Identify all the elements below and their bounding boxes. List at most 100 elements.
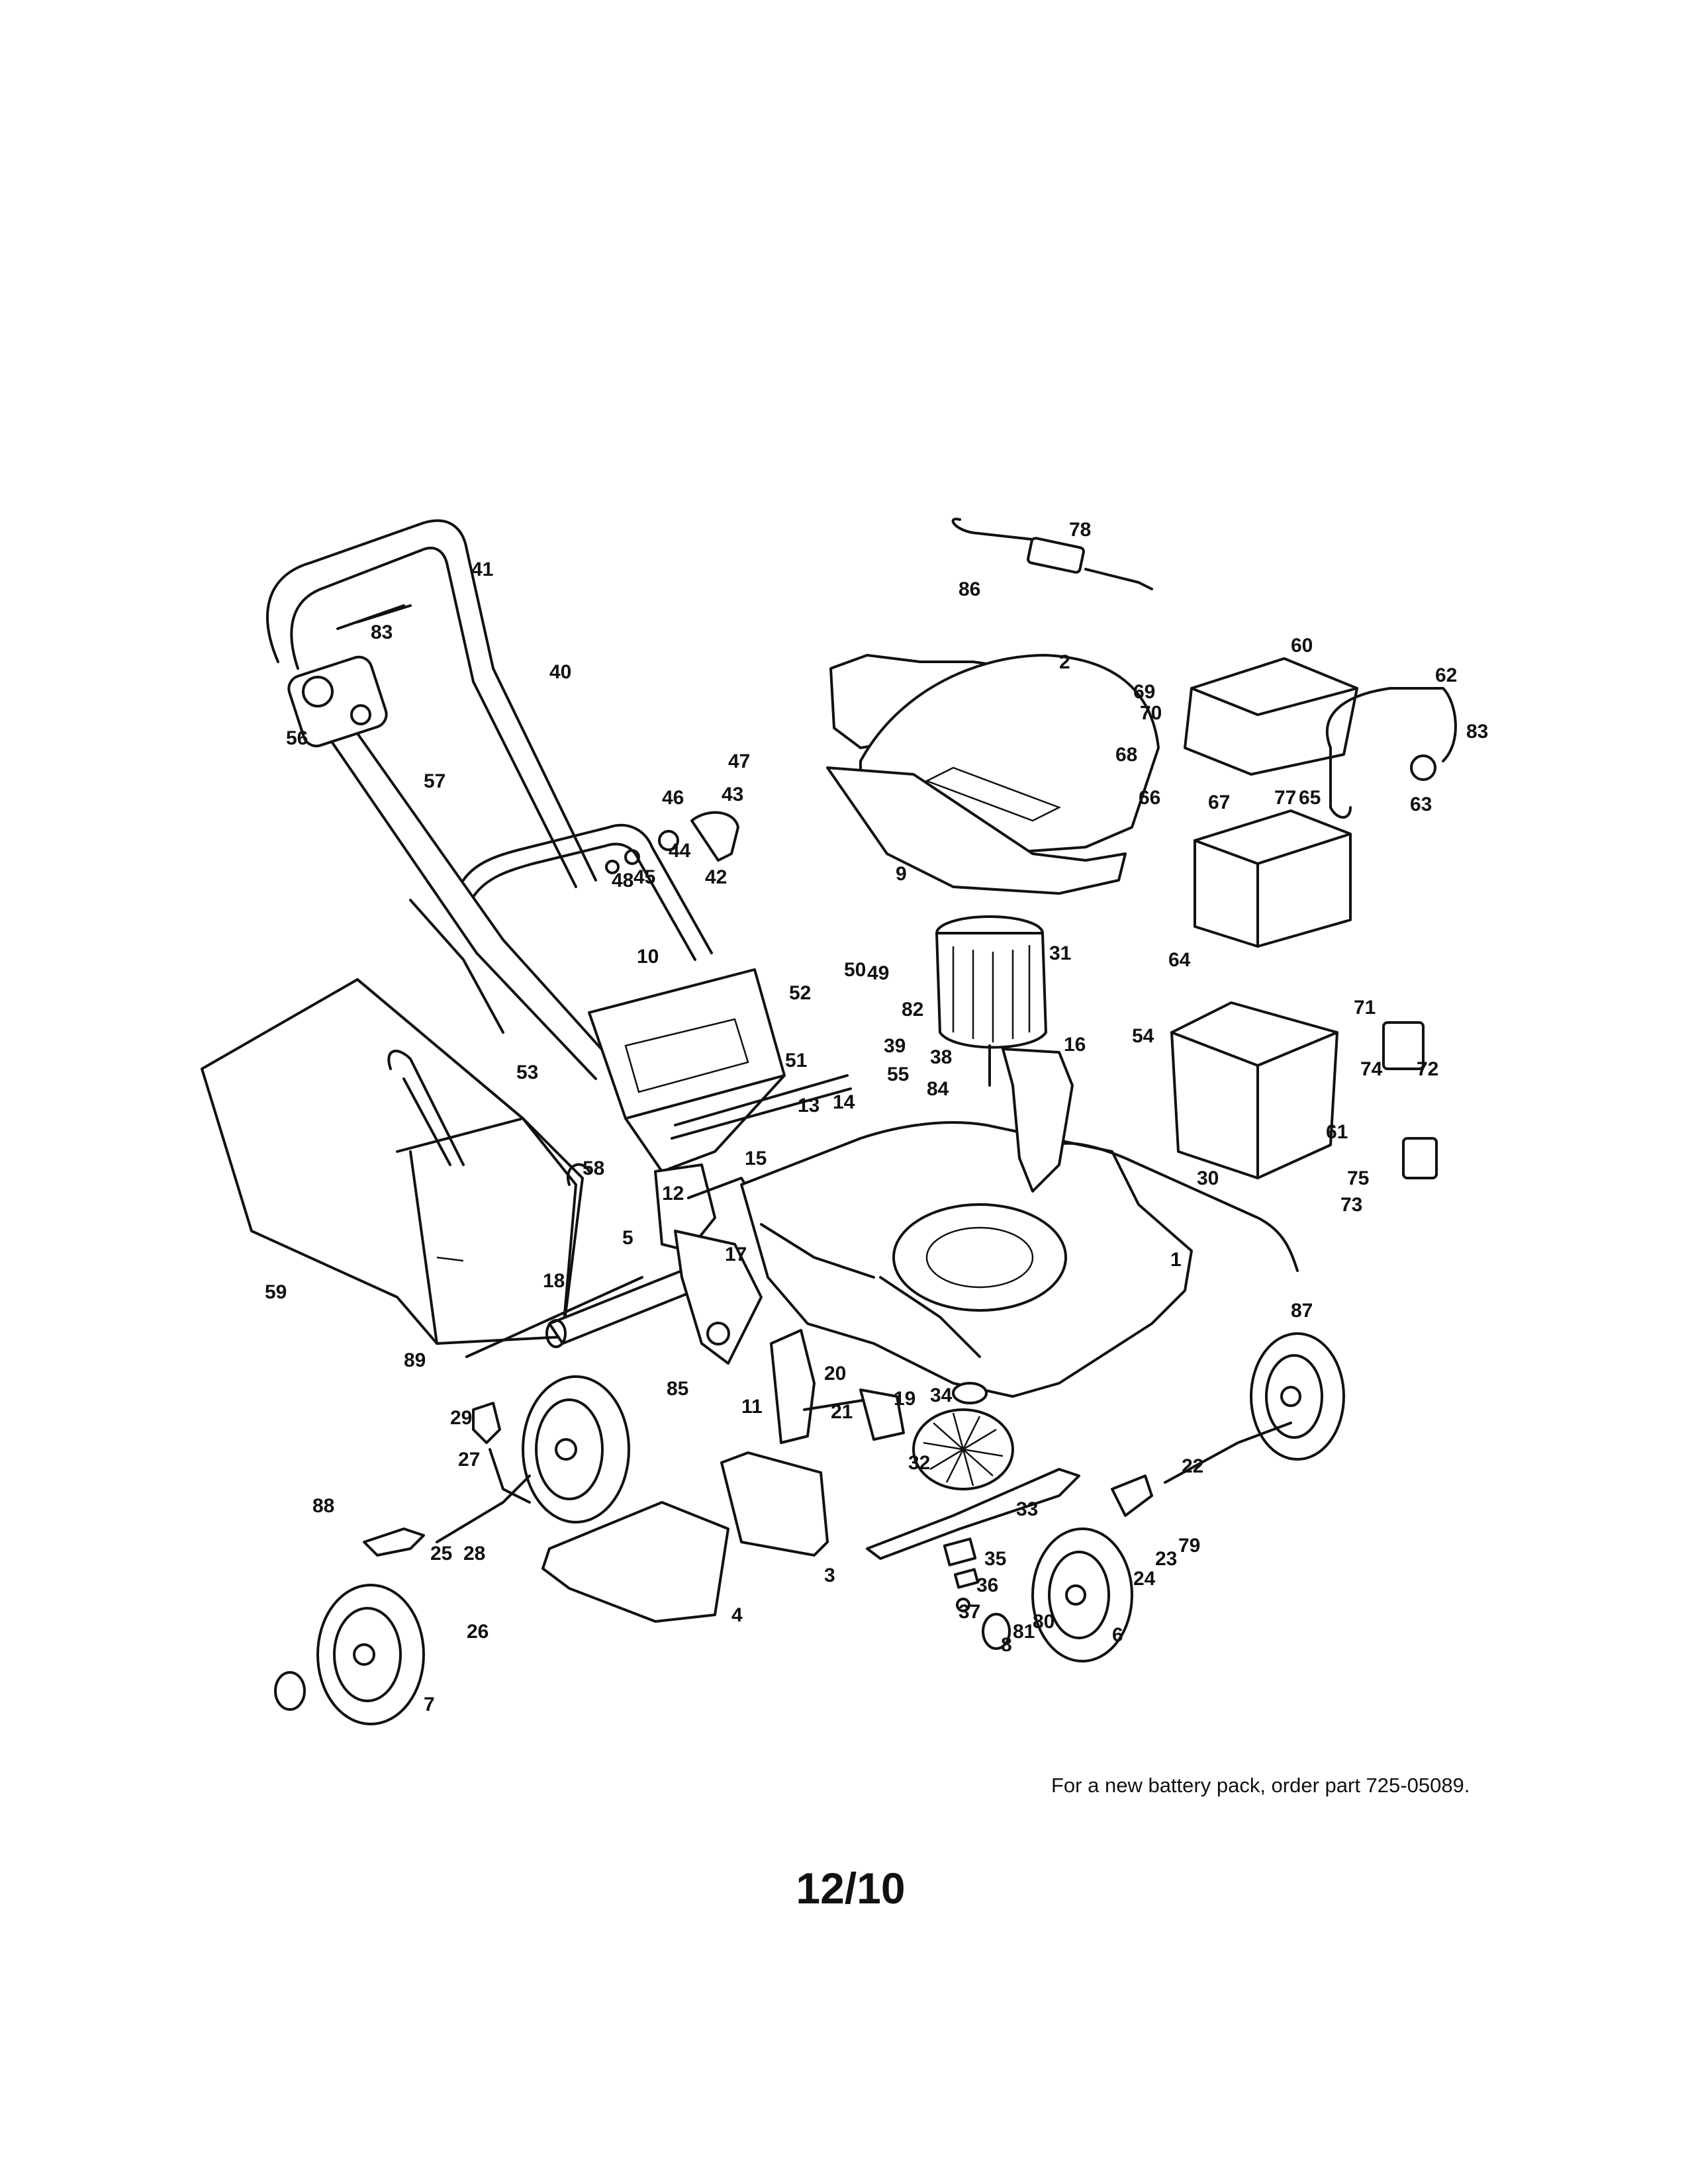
front-axle	[1111, 1422, 1292, 1517]
callout-65: 65	[1299, 787, 1321, 809]
charger	[951, 518, 1153, 590]
callout-17: 17	[725, 1244, 747, 1265]
callout-40: 40	[549, 661, 571, 683]
callout-21: 21	[831, 1401, 853, 1423]
grass-bag	[201, 978, 584, 1345]
callout-5: 5	[622, 1227, 633, 1249]
callout-28: 28	[463, 1543, 485, 1565]
mulch-plug	[541, 1501, 729, 1623]
callout-87: 87	[1291, 1300, 1313, 1322]
callout-89: 89	[404, 1349, 426, 1371]
callout-10: 10	[637, 946, 659, 968]
callout-78: 78	[1069, 519, 1091, 541]
callout-30: 30	[1197, 1167, 1219, 1189]
callout-4: 4	[731, 1604, 743, 1626]
callout-34: 34	[930, 1385, 953, 1406]
callout-88: 88	[312, 1495, 334, 1517]
callout-8: 8	[1001, 1634, 1012, 1656]
callout-80: 80	[1033, 1611, 1055, 1633]
callout-73: 73	[1340, 1194, 1362, 1216]
callout-57: 57	[424, 770, 445, 792]
callout-64: 64	[1168, 949, 1191, 971]
rear-wheel	[522, 1375, 630, 1524]
callout-79: 79	[1178, 1535, 1200, 1557]
callout-63: 63	[1410, 794, 1432, 815]
callout-69: 69	[1133, 681, 1155, 703]
callout-20: 20	[824, 1363, 846, 1385]
handle-upper	[266, 519, 597, 888]
hinge-rod	[671, 1074, 852, 1140]
bracket	[363, 1527, 425, 1557]
callout-12: 12	[662, 1183, 684, 1205]
callout-44: 44	[669, 840, 691, 862]
axle	[436, 1448, 531, 1543]
height-adjuster	[472, 1402, 501, 1444]
callout-labels: 41 83 40 56 57 47 46 43 44 45 48 42 10 5…	[265, 519, 1488, 1715]
side-discharge	[720, 1451, 829, 1557]
callout-15: 15	[745, 1148, 767, 1169]
callout-75: 75	[1347, 1167, 1369, 1189]
motor-cover	[826, 654, 1160, 895]
callout-23: 23	[1155, 1548, 1177, 1570]
adapter	[952, 1382, 988, 1404]
blade	[866, 1468, 1080, 1560]
callout-86: 86	[959, 578, 980, 600]
callout-50: 50	[844, 959, 866, 981]
rod	[465, 1276, 643, 1358]
switch-box	[287, 655, 388, 748]
callout-9: 9	[896, 863, 907, 885]
callout-71: 71	[1354, 997, 1376, 1019]
callout-72: 72	[1417, 1058, 1438, 1080]
lower-handle-frame	[462, 823, 713, 961]
callout-58: 58	[583, 1158, 604, 1179]
callout-32: 32	[908, 1452, 930, 1474]
front-wheel	[1250, 1332, 1345, 1461]
rear-axle-cover	[545, 1230, 763, 1365]
front-wheel	[982, 1527, 1133, 1662]
callout-2: 2	[1059, 651, 1070, 673]
callout-66: 66	[1139, 787, 1160, 809]
lever	[605, 811, 739, 874]
callout-59: 59	[265, 1281, 287, 1303]
callout-47: 47	[728, 751, 750, 772]
callout-22: 22	[1182, 1455, 1203, 1477]
callout-84: 84	[927, 1078, 949, 1100]
hook	[567, 1163, 590, 1186]
callout-7: 7	[424, 1694, 435, 1715]
bracket	[859, 1388, 905, 1441]
callout-83: 83	[371, 621, 393, 643]
callout-3: 3	[824, 1565, 835, 1586]
callout-1: 1	[1170, 1249, 1182, 1271]
rear-wheel	[274, 1584, 425, 1725]
motor-mount	[1002, 1048, 1074, 1193]
callout-18: 18	[543, 1270, 565, 1292]
baffle	[770, 1329, 816, 1444]
callout-54: 54	[1132, 1025, 1154, 1047]
callout-33: 33	[1016, 1498, 1038, 1520]
callout-55: 55	[887, 1064, 909, 1085]
callout-51: 51	[785, 1050, 807, 1071]
battery-pack-footnote: For a new battery pack, order part 725-0…	[1051, 1774, 1470, 1797]
callout-41: 41	[471, 559, 493, 580]
callout-67: 67	[1208, 792, 1230, 813]
callout-61: 61	[1326, 1121, 1348, 1143]
callout-27: 27	[458, 1449, 480, 1471]
callout-53: 53	[516, 1062, 538, 1083]
callout-19: 19	[894, 1388, 915, 1410]
callout-36: 36	[976, 1574, 998, 1596]
callout-16: 16	[1064, 1034, 1086, 1056]
callout-25: 25	[430, 1543, 452, 1565]
callout-35: 35	[984, 1548, 1006, 1570]
battery-lid	[1184, 657, 1358, 776]
callout-74: 74	[1360, 1058, 1383, 1080]
switch	[1382, 1021, 1438, 1179]
callout-48: 48	[612, 870, 633, 891]
fan	[912, 1408, 1014, 1490]
callout-29: 29	[450, 1407, 472, 1429]
callout-83b: 83	[1466, 721, 1488, 743]
callout-6: 6	[1112, 1624, 1123, 1646]
callout-11: 11	[741, 1396, 763, 1418]
callout-62: 62	[1435, 664, 1457, 686]
callout-82: 82	[902, 999, 923, 1021]
